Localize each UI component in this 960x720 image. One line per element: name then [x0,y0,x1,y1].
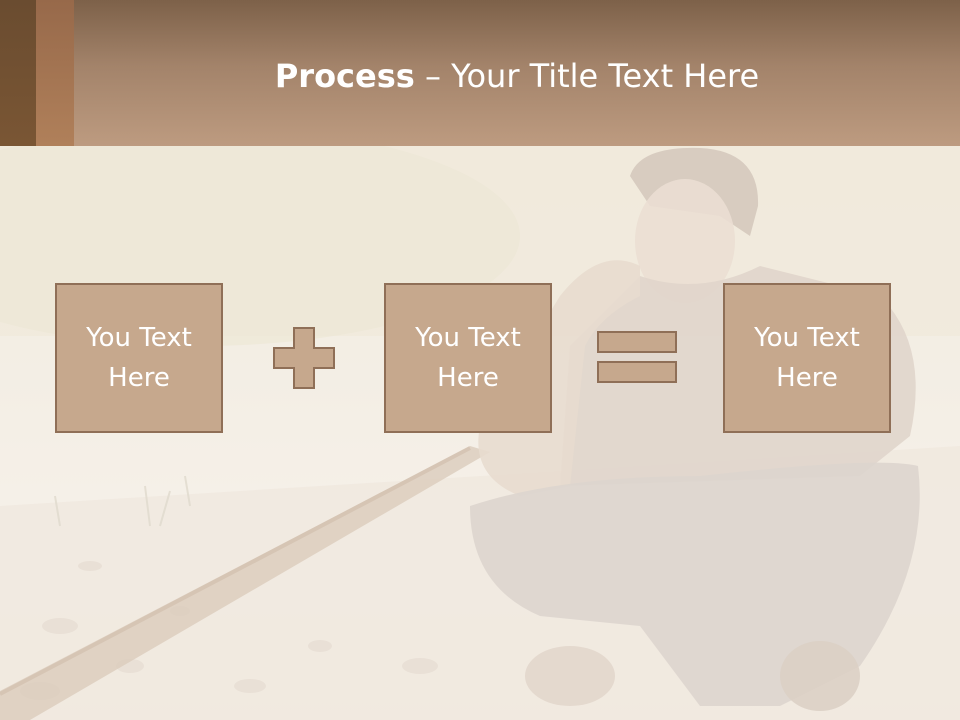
header-accent-dark [0,0,36,146]
equals-icon [596,330,678,384]
man-on-railway-illustration [0,146,960,720]
step-box-2: You Text Here [384,283,552,433]
background-photo [0,146,960,720]
header-accent-light [36,0,74,146]
step-label-2: You Text Here [415,323,521,393]
step-box-3: You Text Here [723,283,891,433]
slide-title: Process – Your Title Text Here [74,52,960,100]
step-box-1: You Text Here [55,283,223,433]
header-band: Process – Your Title Text Here [0,0,960,146]
title-bold: Process [274,57,415,95]
title-rest: – Your Title Text Here [414,57,760,95]
plus-icon [272,326,336,390]
step-label-3: You Text Here [754,323,860,393]
step-label-1: You Text Here [86,323,192,393]
